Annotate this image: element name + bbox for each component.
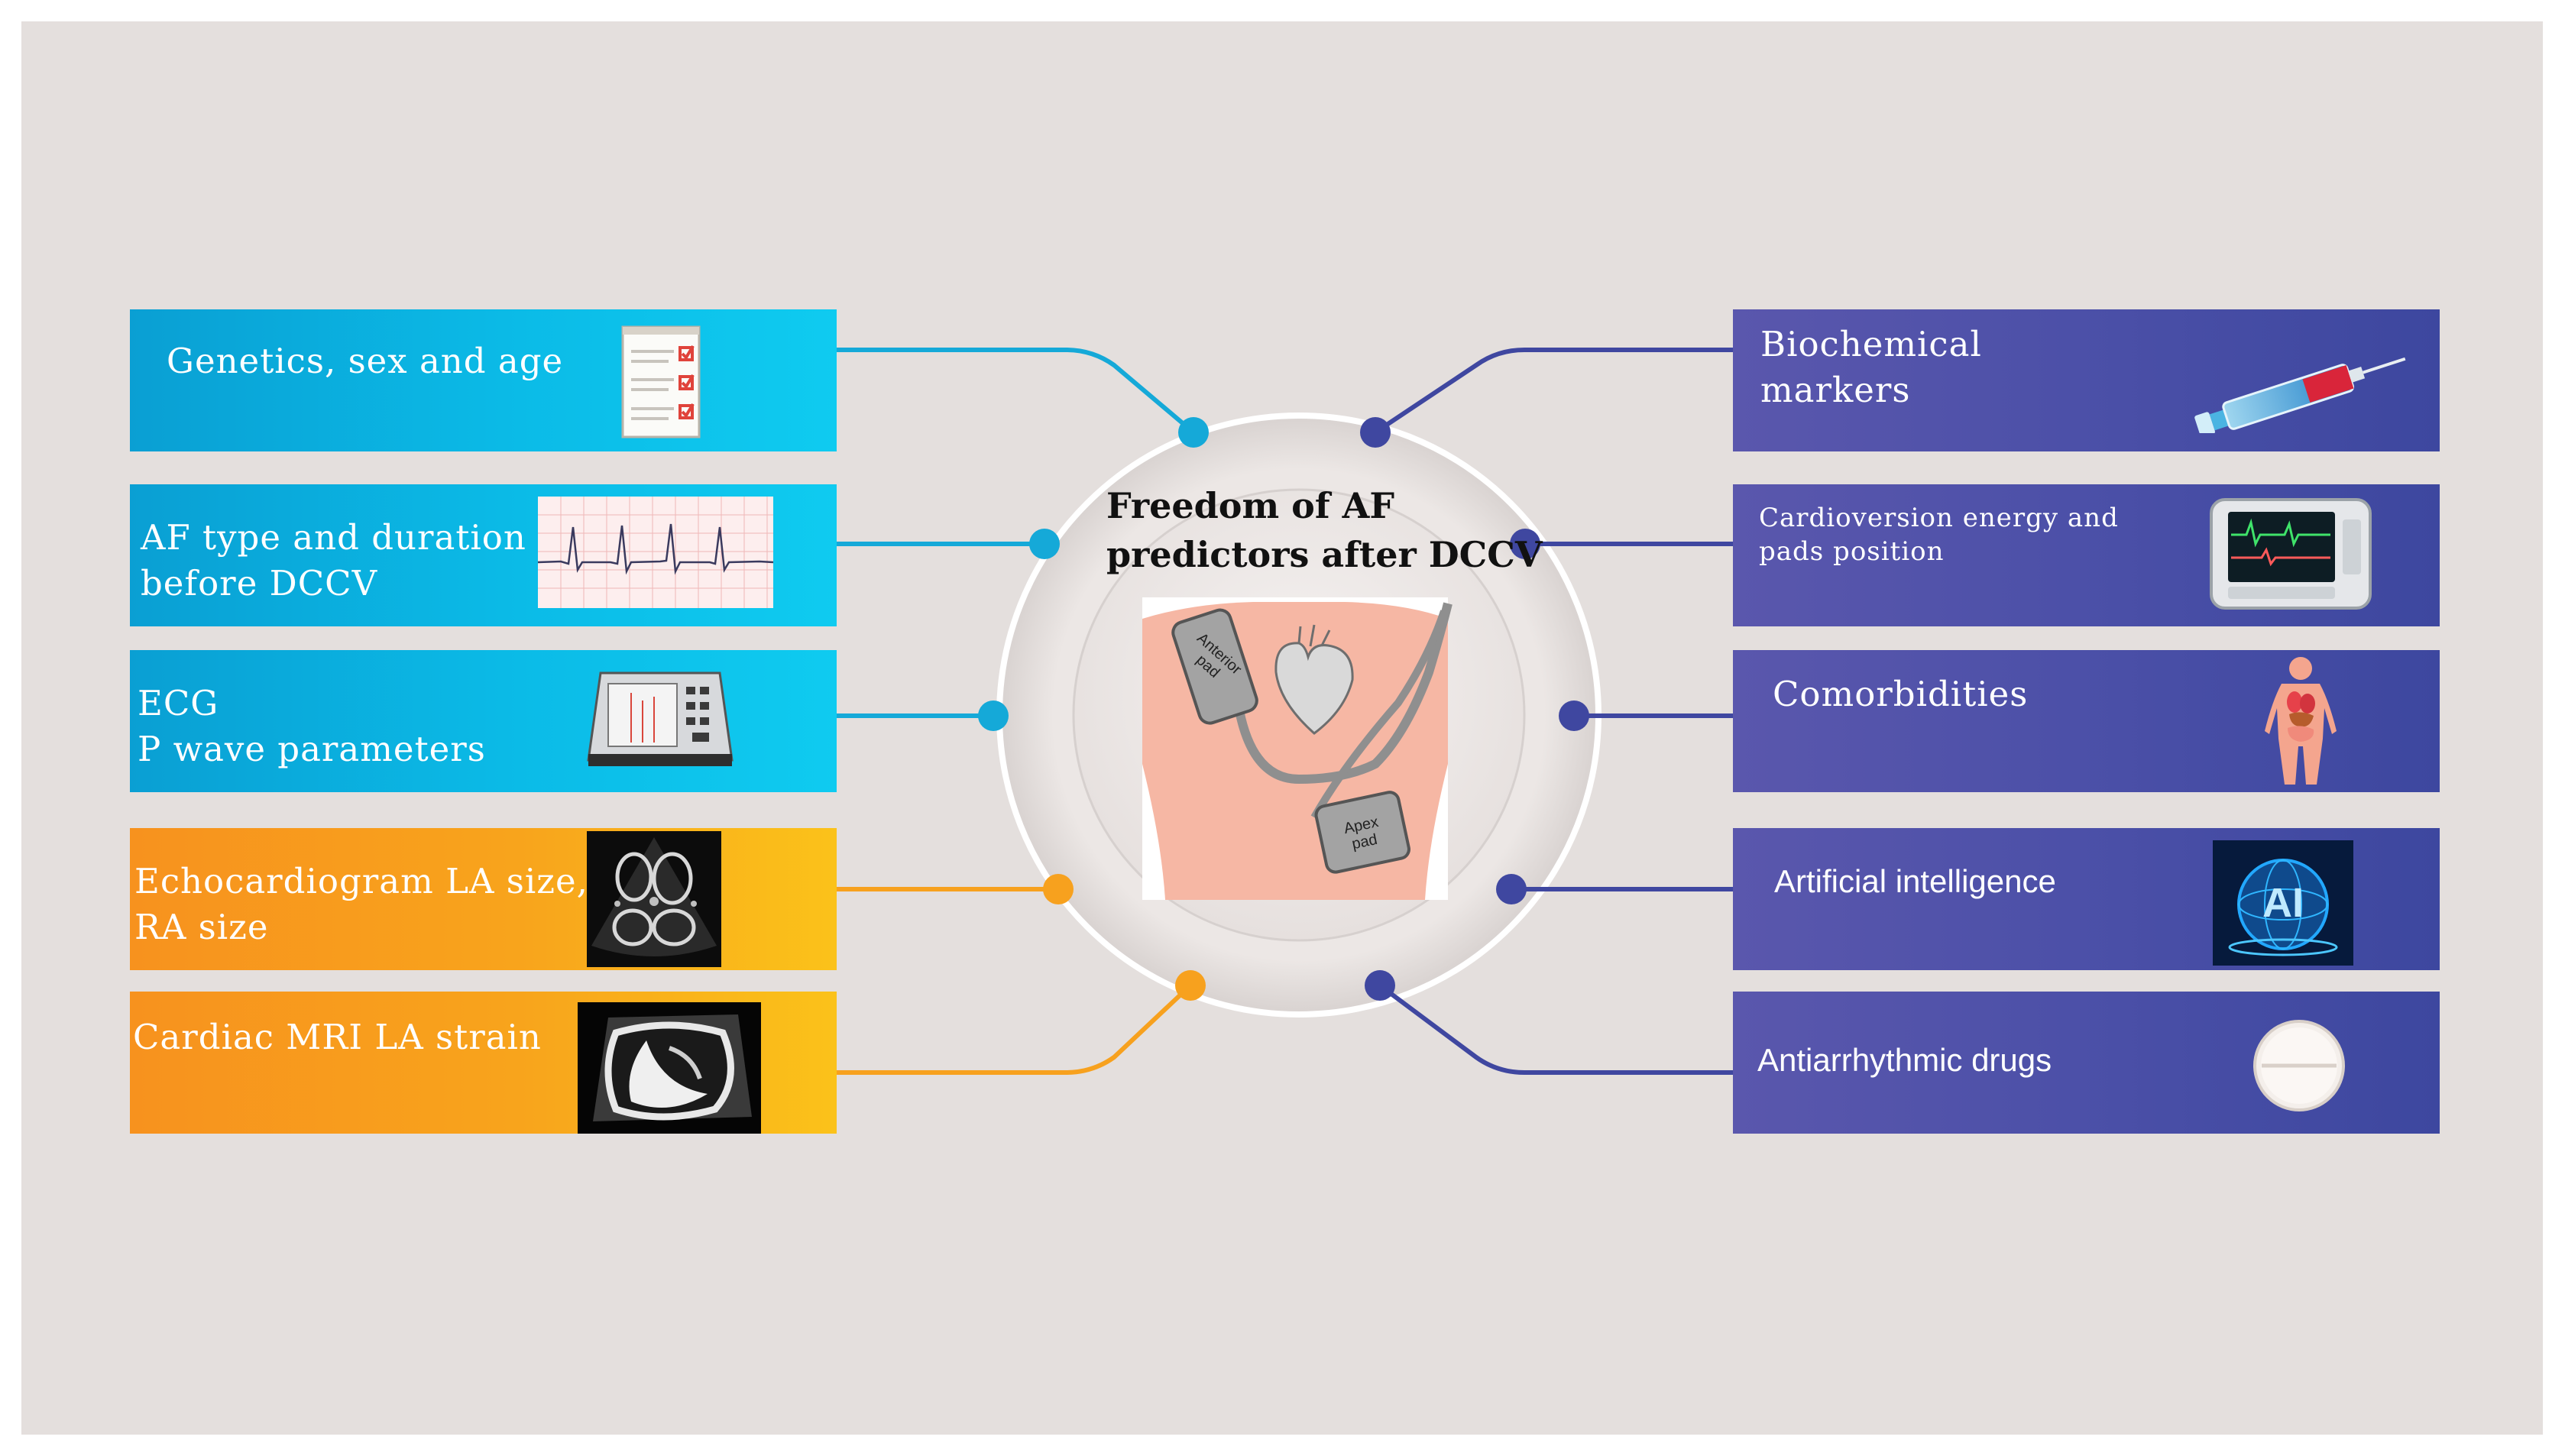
defibrillator-pads-illustration: Anteriorpad Apexpad xyxy=(1142,597,1453,900)
predictor-box-biochemical: Biochemical markers xyxy=(1733,309,2440,451)
predictor-box-antiarrhythmic: Antiarrhythmic drugs xyxy=(1733,992,2440,1134)
box-label: before DCCV xyxy=(141,563,378,603)
predictor-box-comorbidities: Comorbidities xyxy=(1733,650,2440,792)
connector-dot xyxy=(1360,417,1391,448)
ecg-machine-icon xyxy=(587,671,734,766)
cardiac-mri-image xyxy=(578,1002,761,1134)
box-label: Genetics, sex and age xyxy=(167,341,564,381)
predictor-box-echo: Echocardiogram LA size, RA size xyxy=(130,828,837,970)
box-label: P wave parameters xyxy=(138,729,486,769)
predictor-box-ecg: ECG P wave parameters xyxy=(130,650,837,792)
connector-dot xyxy=(1510,529,1540,559)
box-label: Echocardiogram LA size, xyxy=(134,861,588,901)
checklist-icon xyxy=(621,325,701,438)
box-label: Biochemical xyxy=(1760,324,1982,364)
connector-mri xyxy=(837,983,1193,1075)
box-label: ECG xyxy=(138,683,219,723)
syringe-icon xyxy=(2194,357,2406,433)
pill-icon xyxy=(2253,1020,2345,1111)
connector-dot xyxy=(978,700,1009,731)
predictor-box-genetics: Genetics, sex and age xyxy=(130,309,837,451)
heart-icon xyxy=(1274,624,1354,735)
box-label: RA size xyxy=(134,907,269,947)
center-title-line: Freedom of AF xyxy=(1106,485,1394,526)
connector-genetics xyxy=(837,348,1195,435)
connector-antiarrhythmic xyxy=(1378,983,1733,1075)
ai-icon: AI xyxy=(2213,840,2353,966)
human-organs-icon xyxy=(2265,657,2337,785)
connector-dot xyxy=(1175,970,1206,1001)
box-label: AF type and duration xyxy=(141,517,526,558)
connector-dot xyxy=(1043,874,1074,904)
connector-dot xyxy=(1178,417,1209,448)
box-label: Comorbidities xyxy=(1773,674,2029,714)
center-title: Freedom of AF predictors after DCCV xyxy=(1106,481,1543,579)
connector-dot xyxy=(1496,874,1527,904)
connector-biochemical xyxy=(1374,348,1733,435)
center-title-line: predictors after DCCV xyxy=(1106,534,1543,575)
connector-dot xyxy=(1365,970,1395,1001)
connector-dot xyxy=(1559,700,1589,731)
box-label: Antiarrhythmic drugs xyxy=(1757,1042,2052,1078)
predictor-box-ai: Artificial intelligence AI xyxy=(1733,828,2440,970)
predictor-box-mri: Cardiac MRI LA strain xyxy=(130,992,837,1134)
predictor-box-af-type: AF type and duration before DCCV xyxy=(130,484,837,626)
echocardiogram-image xyxy=(587,831,721,967)
box-label: Cardiac MRI LA strain xyxy=(133,1017,542,1057)
apex-pad-label: Apexpad xyxy=(1342,814,1384,854)
defibrillator-monitor-icon xyxy=(2210,498,2372,610)
predictor-box-cardioversion: Cardioversion energy and pads position xyxy=(1733,484,2440,626)
connector-dot xyxy=(1029,529,1060,559)
ecg-strip-icon xyxy=(538,497,773,608)
box-label: Cardioversion energy and xyxy=(1759,503,2119,533)
box-label: markers xyxy=(1760,370,1911,410)
box-label: pads position xyxy=(1759,536,1945,567)
box-label: Artificial intelligence xyxy=(1774,863,2056,899)
ai-icon-text: AI xyxy=(2262,880,2304,926)
